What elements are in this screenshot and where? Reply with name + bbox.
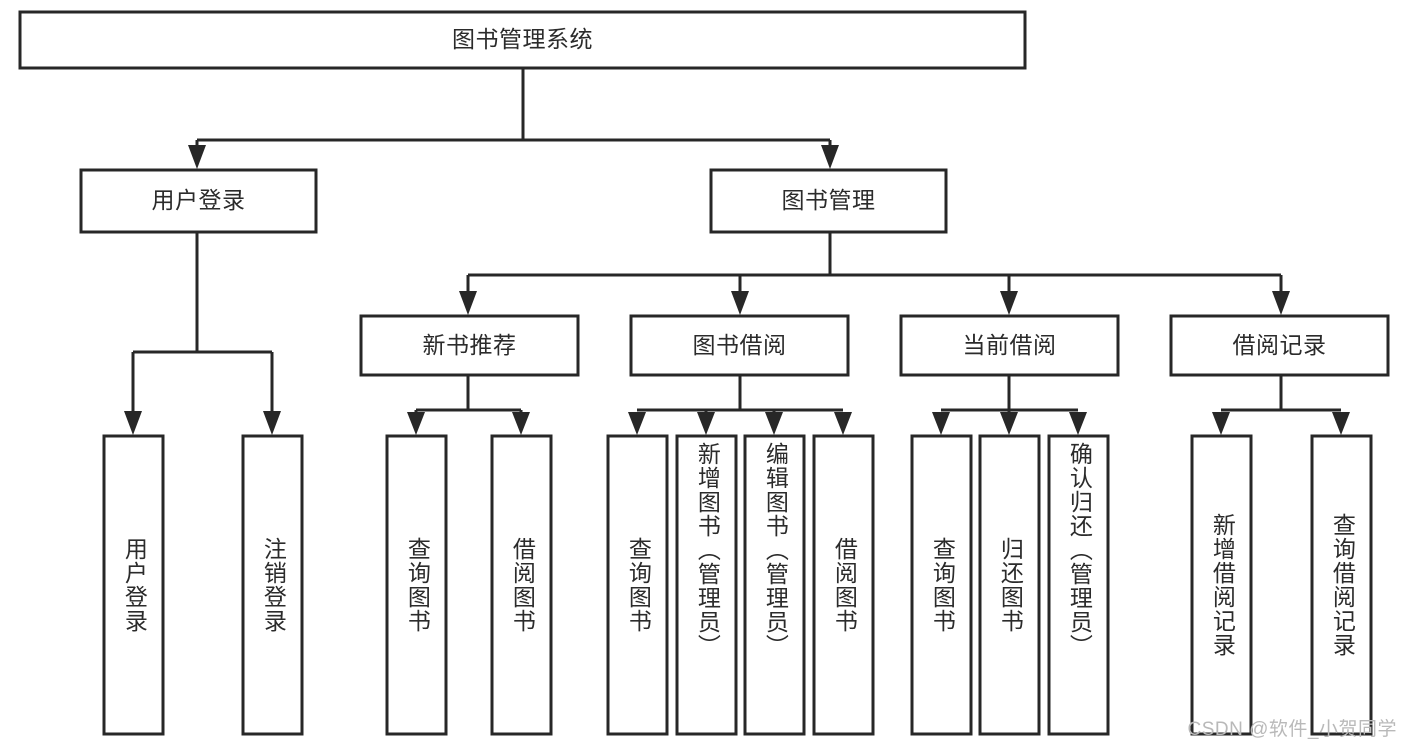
node-box-leaf-user-login[interactable] [102,434,165,736]
arrowhead-leaf-query-book-1 [407,412,425,435]
connectors-user-login-to-leaves [124,233,281,435]
node-box-leaf-query-book-3[interactable] [910,434,973,736]
arrowhead-leaf-confirm-return [1069,412,1087,435]
connectors-borrow-record-to-leaves [1212,376,1350,435]
connectors-root-to-level1 [188,69,839,169]
node-box-borrow-record[interactable] [1169,314,1390,377]
connectors-book-manage-to-level2 [459,233,1290,315]
arrowhead-new-book [459,291,477,315]
node-box-root[interactable] [18,10,1027,70]
node-box-new-book-recommend[interactable] [359,314,580,377]
arrowhead-borrow-record [1272,291,1290,315]
arrowhead-user-login [188,145,206,169]
arrowhead-current-borrow [1000,291,1018,315]
node-box-leaf-query-book-1[interactable] [385,434,448,736]
arrowhead-leaf-return-book [1000,412,1018,435]
node-box-leaf-borrow-book-2[interactable] [812,434,875,736]
node-box-user-login[interactable] [79,168,318,234]
node-box-leaf-query-record[interactable] [1310,434,1373,736]
arrowhead-leaf-user-login [124,411,142,435]
node-box-leaf-add-record[interactable] [1190,434,1253,736]
arrowhead-leaf-borrow-book-1 [512,412,530,435]
node-box-book-borrow[interactable] [629,314,850,377]
arrowhead-leaf-add-record [1212,412,1230,435]
node-box-book-manage[interactable] [709,168,948,234]
arrowhead-leaf-query-book-3 [932,412,950,435]
node-box-leaf-edit-book[interactable] [743,434,806,736]
arrowhead-leaf-query-book-2 [628,412,646,435]
node-box-leaf-borrow-book-1[interactable] [490,434,553,736]
connectors-book-borrow-to-leaves [628,376,852,435]
arrowhead-leaf-logout [263,411,281,435]
node-box-leaf-confirm-return[interactable] [1047,434,1110,736]
arrowhead-leaf-query-record [1332,412,1350,435]
node-box-current-borrow[interactable] [899,314,1120,377]
connectors-current-borrow-to-leaves [932,376,1087,435]
arrowhead-book-manage [821,145,839,169]
node-box-leaf-logout-login[interactable] [241,434,304,736]
node-box-leaf-add-book[interactable] [675,434,738,736]
node-box-leaf-return-book[interactable] [978,434,1041,736]
node-box-leaf-query-book-2[interactable] [606,434,669,736]
arrowhead-leaf-edit-book [765,412,783,435]
arrowhead-leaf-add-book [697,412,715,435]
arrowhead-book-borrow [731,291,749,315]
connectors-new-book-to-leaves [407,376,530,435]
arrowhead-leaf-borrow-book-2 [834,412,852,435]
